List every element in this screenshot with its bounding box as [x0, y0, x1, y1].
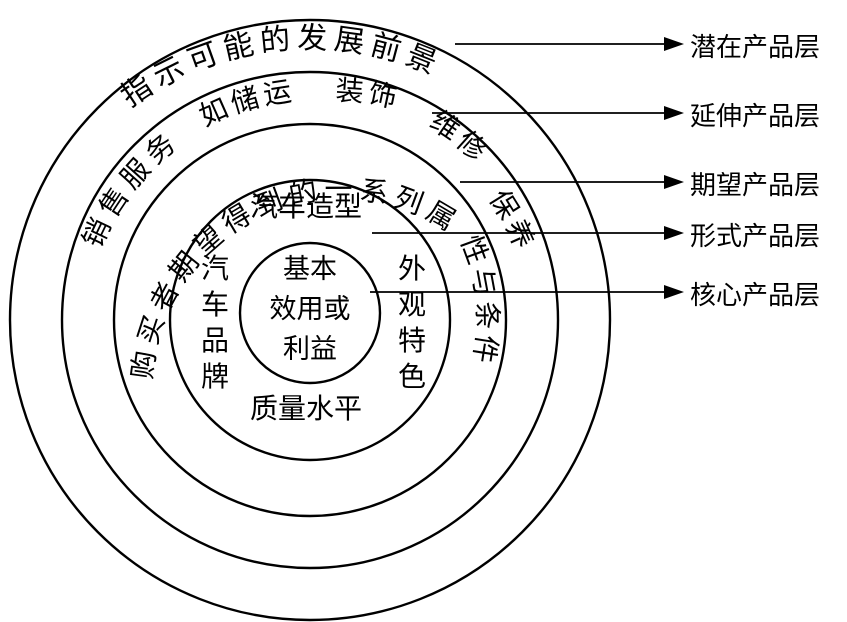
arrow-extended: [432, 106, 684, 120]
ring-formal: [168, 178, 452, 462]
formal-left-label: 汽车品牌: [201, 252, 229, 393]
arrow-formal: [372, 226, 684, 240]
label-potential-layer: 潜在产品层: [690, 33, 820, 63]
extended-ring-text-left: 销售服务: [76, 123, 186, 252]
vertical-char: 牌: [201, 360, 229, 393]
arrow-core: [370, 285, 684, 299]
formal-bottom-label: 质量水平: [250, 392, 362, 425]
vertical-char: 品: [201, 324, 229, 357]
vertical-char: 汽: [201, 252, 229, 285]
expected-ring-text-right: 性与条件: [454, 231, 504, 369]
label-formal-layer: 形式产品层: [690, 222, 820, 252]
vertical-char: 色: [398, 360, 426, 393]
extended-ring-text-mid: 如储运: [194, 74, 297, 133]
vertical-char: 外: [398, 252, 426, 285]
vertical-char: 车: [201, 288, 229, 321]
formal-top-label: 汽车造型: [250, 190, 362, 223]
core-line-3: 利益: [283, 334, 337, 365]
arrow-expected: [460, 175, 684, 189]
label-core-layer: 核心产品层: [690, 281, 820, 311]
label-expected-layer: 期望产品层: [690, 171, 820, 201]
vertical-char: 观: [398, 288, 426, 321]
ring-expected: [112, 122, 508, 518]
core-line-1: 基本: [283, 254, 337, 285]
core-line-2: 效用或: [270, 294, 351, 325]
vertical-char: 特: [398, 324, 426, 357]
formal-right-label: 外观特色: [398, 252, 426, 393]
arrow-potential: [455, 37, 684, 51]
ring-potential: [8, 18, 612, 622]
ring-core: [238, 241, 382, 385]
ring-extended: [60, 70, 560, 570]
extended-ring-text-right: 维修: [424, 104, 496, 170]
label-extended-layer: 延伸产品层: [690, 102, 820, 132]
